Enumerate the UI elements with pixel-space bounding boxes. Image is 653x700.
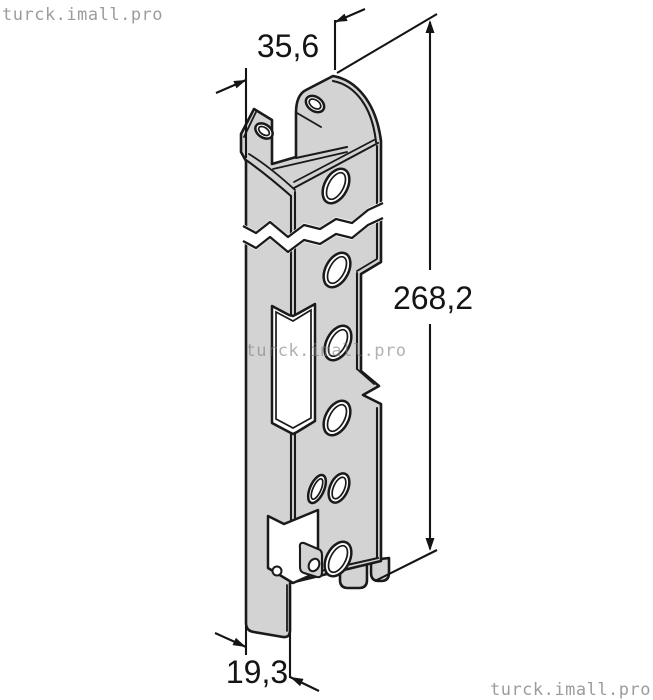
corner-relief-hole bbox=[271, 565, 283, 577]
watermark-bottom-right: turck.imall.pro bbox=[490, 680, 651, 700]
ear-hole-right bbox=[304, 94, 326, 114]
dim-label-depth: 19,3 bbox=[226, 654, 288, 690]
front-face-holes bbox=[306, 167, 353, 578]
ear-hole-left bbox=[254, 122, 274, 140]
break-line bbox=[242, 201, 384, 254]
dimension-overall-height: 268,2 bbox=[336, 13, 473, 582]
bracket bbox=[239, 74, 391, 639]
dim-label-overall-height: 268,2 bbox=[393, 280, 473, 316]
watermark-top-left: turck.imall.pro bbox=[2, 5, 163, 25]
watermark-center: turck.imall.pro bbox=[245, 341, 406, 361]
bottom-cutout bbox=[266, 508, 324, 585]
dimension-depth: 19,3 bbox=[214, 586, 320, 692]
dimension-top-width: 35,6 bbox=[215, 8, 366, 158]
dim-label-top-width: 35,6 bbox=[257, 28, 319, 64]
tall-slot-cutout bbox=[270, 302, 317, 436]
